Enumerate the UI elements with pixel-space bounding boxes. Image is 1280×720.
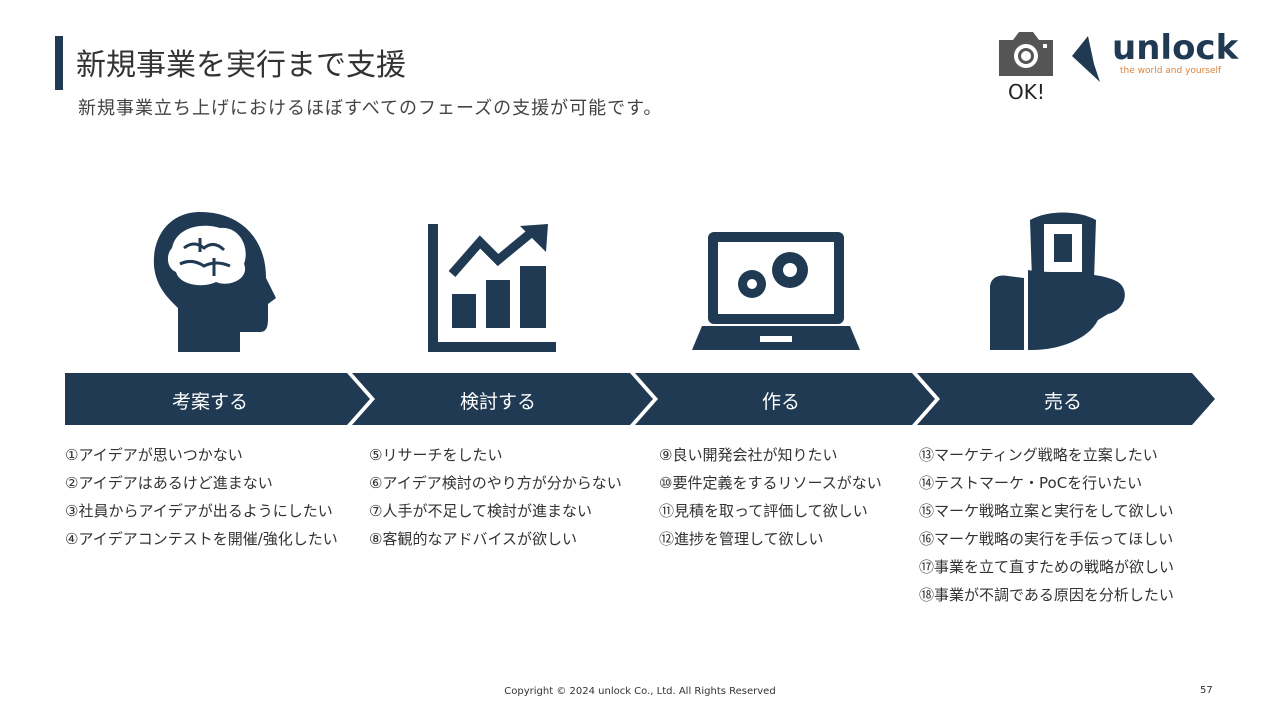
list-item: ⑪見積を取って評価して欲しい xyxy=(659,502,868,520)
list-item: ⑱事業が不調である原因を分析したい xyxy=(919,586,1174,604)
chevron-2 xyxy=(352,373,653,425)
list-item: ⑰事業を立て直すための戦略が欲しい xyxy=(919,558,1175,576)
phase-label-ideate: 考案する xyxy=(171,391,248,413)
logo-wordmark: unlock xyxy=(1112,28,1239,68)
list-item: ①アイデアが思いつかない xyxy=(65,446,243,464)
list-item: ⑥アイデア検討のやり方が分からない xyxy=(369,474,622,492)
list-item: ⑫進捗を管理して欲しい xyxy=(659,530,824,548)
phase-label-evaluate: 検討する xyxy=(459,391,536,413)
camera-icon xyxy=(999,32,1053,76)
chevron-4 xyxy=(917,373,1215,425)
growth-chart-icon xyxy=(428,224,556,352)
list-item: ⑭テストマーケ・PoCを行いたい xyxy=(919,474,1143,492)
list-item: ⑯マーケ戦略の実行を手伝ってほしい xyxy=(919,530,1174,548)
list-item: ⑤リサーチをしたい xyxy=(369,446,503,464)
page-subtitle: 新規事業立ち上げにおけるほぼすべてのフェーズの支援が可能です。 xyxy=(78,98,663,119)
laptop-gears-icon xyxy=(692,232,860,350)
phase-list-evaluate: ⑤リサーチをしたい ⑥アイデア検討のやり方が分からない ⑦人手が不足して検討が進… xyxy=(369,441,622,553)
phase-list-sell: ⑬マーケティング戦略を立案したい ⑭テストマーケ・PoCを行いたい ⑮マーケ戦略… xyxy=(919,441,1174,609)
phase-label-build: 作る xyxy=(761,391,800,413)
logo-tagline: the world and yourself xyxy=(1120,66,1222,76)
chevron-3 xyxy=(635,373,935,425)
list-item: ④アイデアコンテストを開催/強化したい xyxy=(65,530,338,548)
phase-list-ideate: ①アイデアが思いつかない ②アイデアはあるけど進まない ③社員からアイデアが出る… xyxy=(65,441,338,553)
list-item: ③社員からアイデアが出るようにしたい xyxy=(65,502,333,520)
page-title: 新規事業を実行まで支援 xyxy=(76,48,406,83)
list-item: ②アイデアはあるけど進まない xyxy=(65,474,273,492)
unlock-logo-mark xyxy=(1072,36,1100,82)
list-item: ⑩要件定義をするリソースがない xyxy=(659,474,882,492)
phase-list-build: ⑨良い開発会社が知りたい ⑩要件定義をするリソースがない ⑪見積を取って評価して… xyxy=(659,441,882,553)
page-number: 57 xyxy=(1200,685,1213,696)
brain-head-icon xyxy=(153,212,276,352)
list-item: ⑬マーケティング戦略を立案したい xyxy=(919,446,1158,464)
list-item: ⑨良い開発会社が知りたい xyxy=(659,446,838,464)
chevron-1 xyxy=(65,373,370,425)
list-item: ⑮マーケ戦略立案と実行をして欲しい xyxy=(919,502,1174,520)
list-item: ⑦人手が不足して検討が進まない xyxy=(369,502,592,520)
copyright: Copyright © 2024 unlock Co., Ltd. All Ri… xyxy=(504,686,776,697)
list-item: ⑧客観的なアドバイスが欲しい xyxy=(369,530,577,548)
title-accent-bar xyxy=(55,36,63,90)
phase-label-sell: 売る xyxy=(1043,391,1082,413)
hand-phone-icon xyxy=(990,212,1125,350)
ok-label: OK! xyxy=(1008,80,1045,104)
